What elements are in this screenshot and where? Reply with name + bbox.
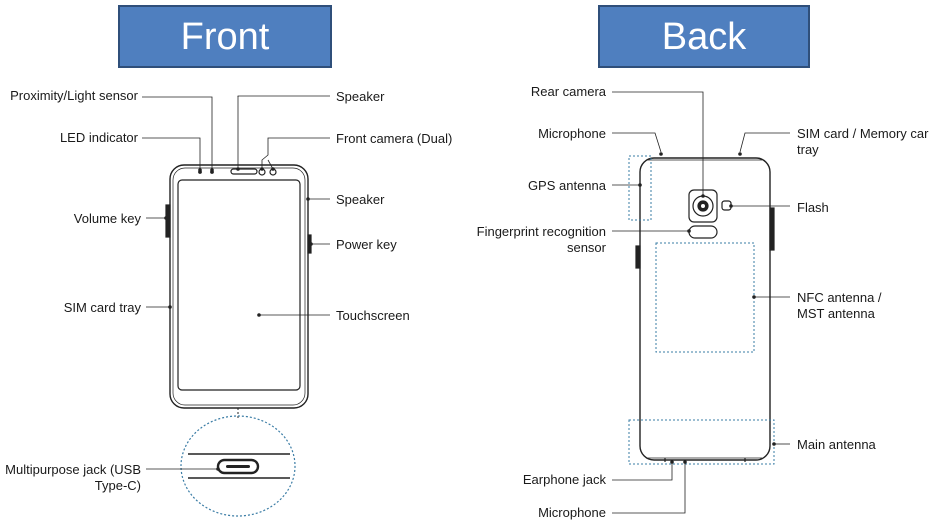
label-main-antenna: Main antenna <box>797 437 876 452</box>
back-leader-dots <box>638 152 776 464</box>
label-volume-key: Volume key <box>73 211 141 226</box>
gps-antenna-area <box>628 155 652 221</box>
front-touchscreen <box>177 179 301 391</box>
label-led-indicator: LED indicator <box>59 130 138 145</box>
label-gps-antenna: GPS antenna <box>527 178 606 193</box>
label-earphone-jack: Earphone jack <box>522 472 606 487</box>
label-sim-memory-line1: SIM card / Memory card <box>797 126 929 141</box>
back-title-banner: Back <box>598 5 810 68</box>
back-phone-body <box>639 157 771 461</box>
label-flash: Flash <box>797 200 829 215</box>
label-microphone-top: Microphone <box>538 126 606 141</box>
back-power-key <box>635 245 641 269</box>
label-proximity-light-sensor: Proximity/Light sensor <box>10 88 138 103</box>
back-phone <box>635 157 775 462</box>
front-title-banner: Front <box>118 5 332 68</box>
main-antenna-area <box>628 419 775 465</box>
label-speaker-side: Speaker <box>336 192 385 207</box>
label-multipurpose-jack-line2: Type-C) <box>94 478 141 493</box>
label-front-camera-dual: Front camera (Dual) <box>336 131 453 146</box>
label-fingerprint-line1: Fingerprint recognition <box>476 224 606 239</box>
front-phone <box>165 164 312 409</box>
label-microphone-bottom: Microphone <box>538 505 606 520</box>
label-rear-camera: Rear camera <box>530 84 606 99</box>
front-leader-dots <box>164 167 313 471</box>
label-touchscreen: Touchscreen <box>336 308 410 323</box>
multipurpose-jack-zoom <box>180 408 296 517</box>
label-nfc-line2: MST antenna <box>797 306 875 321</box>
label-power-key: Power key <box>336 237 397 252</box>
front-phone-inner-edge <box>172 167 306 406</box>
volume-key <box>165 204 171 238</box>
label-nfc-line1: NFC antenna / <box>797 290 882 305</box>
label-fingerprint-line2: sensor <box>566 240 606 255</box>
label-speaker-top: Speaker <box>336 89 385 104</box>
front-leader-lines <box>142 95 330 470</box>
zoom-circle <box>180 415 296 517</box>
label-sim-card-tray: SIM card tray <box>63 300 141 315</box>
front-speaker-grille <box>230 168 258 175</box>
fingerprint-sensor <box>688 225 718 239</box>
nfc-antenna-area <box>655 242 755 353</box>
label-multipurpose-jack-line1: Multipurpose jack (USB <box>5 462 141 477</box>
back-leader-lines <box>612 91 790 514</box>
label-sim-memory-line2: tray <box>797 142 819 157</box>
usb-c-port <box>216 458 260 475</box>
back-volume-key <box>769 207 775 251</box>
front-phone-body <box>169 164 309 409</box>
